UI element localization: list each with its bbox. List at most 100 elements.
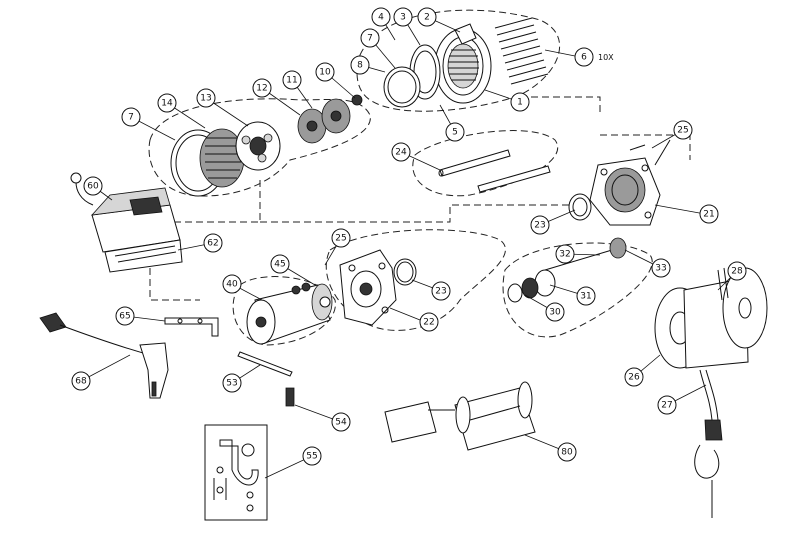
wire-rope-hook <box>694 369 723 518</box>
callout-22: 22 <box>419 312 439 332</box>
callout-label: 21 <box>703 210 714 220</box>
bolt-set-10x <box>494 17 549 85</box>
callout-label: 26 <box>628 373 640 383</box>
callout-21: 21 <box>699 204 719 224</box>
callout-25: 25 <box>331 228 351 248</box>
callout-circle <box>157 93 177 113</box>
callout-label: 11 <box>286 76 297 86</box>
callout-label: 2 <box>424 13 430 23</box>
callout-label: 54 <box>335 418 347 428</box>
callout-circle <box>545 302 565 322</box>
callout-60: 60 <box>83 176 103 196</box>
gear-end-housing <box>568 139 671 226</box>
callout-circle <box>419 312 439 332</box>
callout-circle <box>331 228 351 248</box>
callout-label: 25 <box>335 234 346 244</box>
callout-label: 8 <box>357 61 363 71</box>
callout-markers: 1234567781011121314212223232425252627283… <box>71 7 747 466</box>
callout-label: 4 <box>378 13 384 23</box>
callout-label: 40 <box>226 280 238 290</box>
callout-label: 62 <box>207 239 218 249</box>
drum-housing-assembly <box>383 23 492 108</box>
tie-bar-shafts <box>438 149 551 193</box>
callout-4: 4 <box>371 7 391 27</box>
callout-7: 7 <box>121 107 141 127</box>
callout-circle <box>727 261 747 281</box>
callout-30: 30 <box>545 302 565 322</box>
callout-3: 3 <box>393 7 413 27</box>
mounting-bracket <box>164 317 219 337</box>
tie-rod <box>237 351 295 407</box>
callout-6: 6 <box>574 47 594 67</box>
callout-23: 23 <box>431 281 451 301</box>
callout-53: 53 <box>222 373 242 393</box>
motor-end-housing <box>339 249 417 326</box>
remote-control <box>39 312 169 399</box>
callout-circle <box>252 78 272 98</box>
callout-label: 22 <box>423 318 434 328</box>
callout-circle <box>417 7 437 27</box>
callout-8: 8 <box>350 55 370 75</box>
callout-13: 13 <box>196 88 216 108</box>
callout-label: 3 <box>400 13 406 23</box>
callout-circle <box>270 254 290 274</box>
callout-label: 27 <box>661 401 672 411</box>
callout-27: 27 <box>657 395 677 415</box>
callout-circle <box>222 274 242 294</box>
callout-label: 12 <box>256 84 267 94</box>
callout-label: 13 <box>200 94 211 104</box>
callout-label: 23 <box>435 287 446 297</box>
callout-circle <box>302 446 322 466</box>
callout-label: 30 <box>549 308 561 318</box>
callout-label: 14 <box>161 99 173 109</box>
callout-label: 31 <box>580 292 591 302</box>
callout-circle <box>282 70 302 90</box>
callout-circle <box>673 120 693 140</box>
callout-label: 1 <box>517 98 523 108</box>
callout-circle <box>360 28 380 48</box>
callout-circle <box>222 373 242 393</box>
callout-25: 25 <box>673 120 693 140</box>
callout-1: 1 <box>510 92 530 112</box>
callout-label: 7 <box>367 34 373 44</box>
callout-12: 12 <box>252 78 272 98</box>
callout-label: 60 <box>87 182 99 192</box>
cable-drum <box>654 267 768 369</box>
callout-circle <box>699 204 719 224</box>
callout-label: 5 <box>452 128 458 138</box>
callout-label: 10 <box>319 68 331 78</box>
callout-circle <box>391 142 411 162</box>
callout-label: 25 <box>677 126 688 136</box>
hardware-kit <box>204 424 268 521</box>
callout-circle <box>371 7 391 27</box>
callout-40: 40 <box>222 274 242 294</box>
hawse-fairlead <box>384 381 536 451</box>
callout-54: 54 <box>331 412 351 432</box>
callout-label: 65 <box>119 312 130 322</box>
callout-circle <box>651 258 671 278</box>
callout-label: 45 <box>274 260 285 270</box>
callout-5: 5 <box>445 122 465 142</box>
callout-label: 28 <box>731 267 743 277</box>
callout-label: 68 <box>75 377 87 387</box>
callout-circle <box>83 176 103 196</box>
callout-28: 28 <box>727 261 747 281</box>
callout-26: 26 <box>624 367 644 387</box>
callout-circle <box>510 92 530 112</box>
callout-68: 68 <box>71 371 91 391</box>
planetary-gearset <box>170 94 363 197</box>
callout-circle <box>315 62 335 82</box>
quantity-note: 10X <box>598 53 614 62</box>
callout-55: 55 <box>302 446 322 466</box>
callout-label: 7 <box>128 113 134 123</box>
callout-label: 53 <box>226 379 237 389</box>
callout-label: 33 <box>655 264 666 274</box>
control-box <box>70 172 183 273</box>
callout-circle <box>574 47 594 67</box>
callout-circle <box>203 233 223 253</box>
callout-11: 11 <box>282 70 302 90</box>
callout-31: 31 <box>576 286 596 306</box>
callout-label: 32 <box>559 250 570 260</box>
callout-24: 24 <box>391 142 411 162</box>
